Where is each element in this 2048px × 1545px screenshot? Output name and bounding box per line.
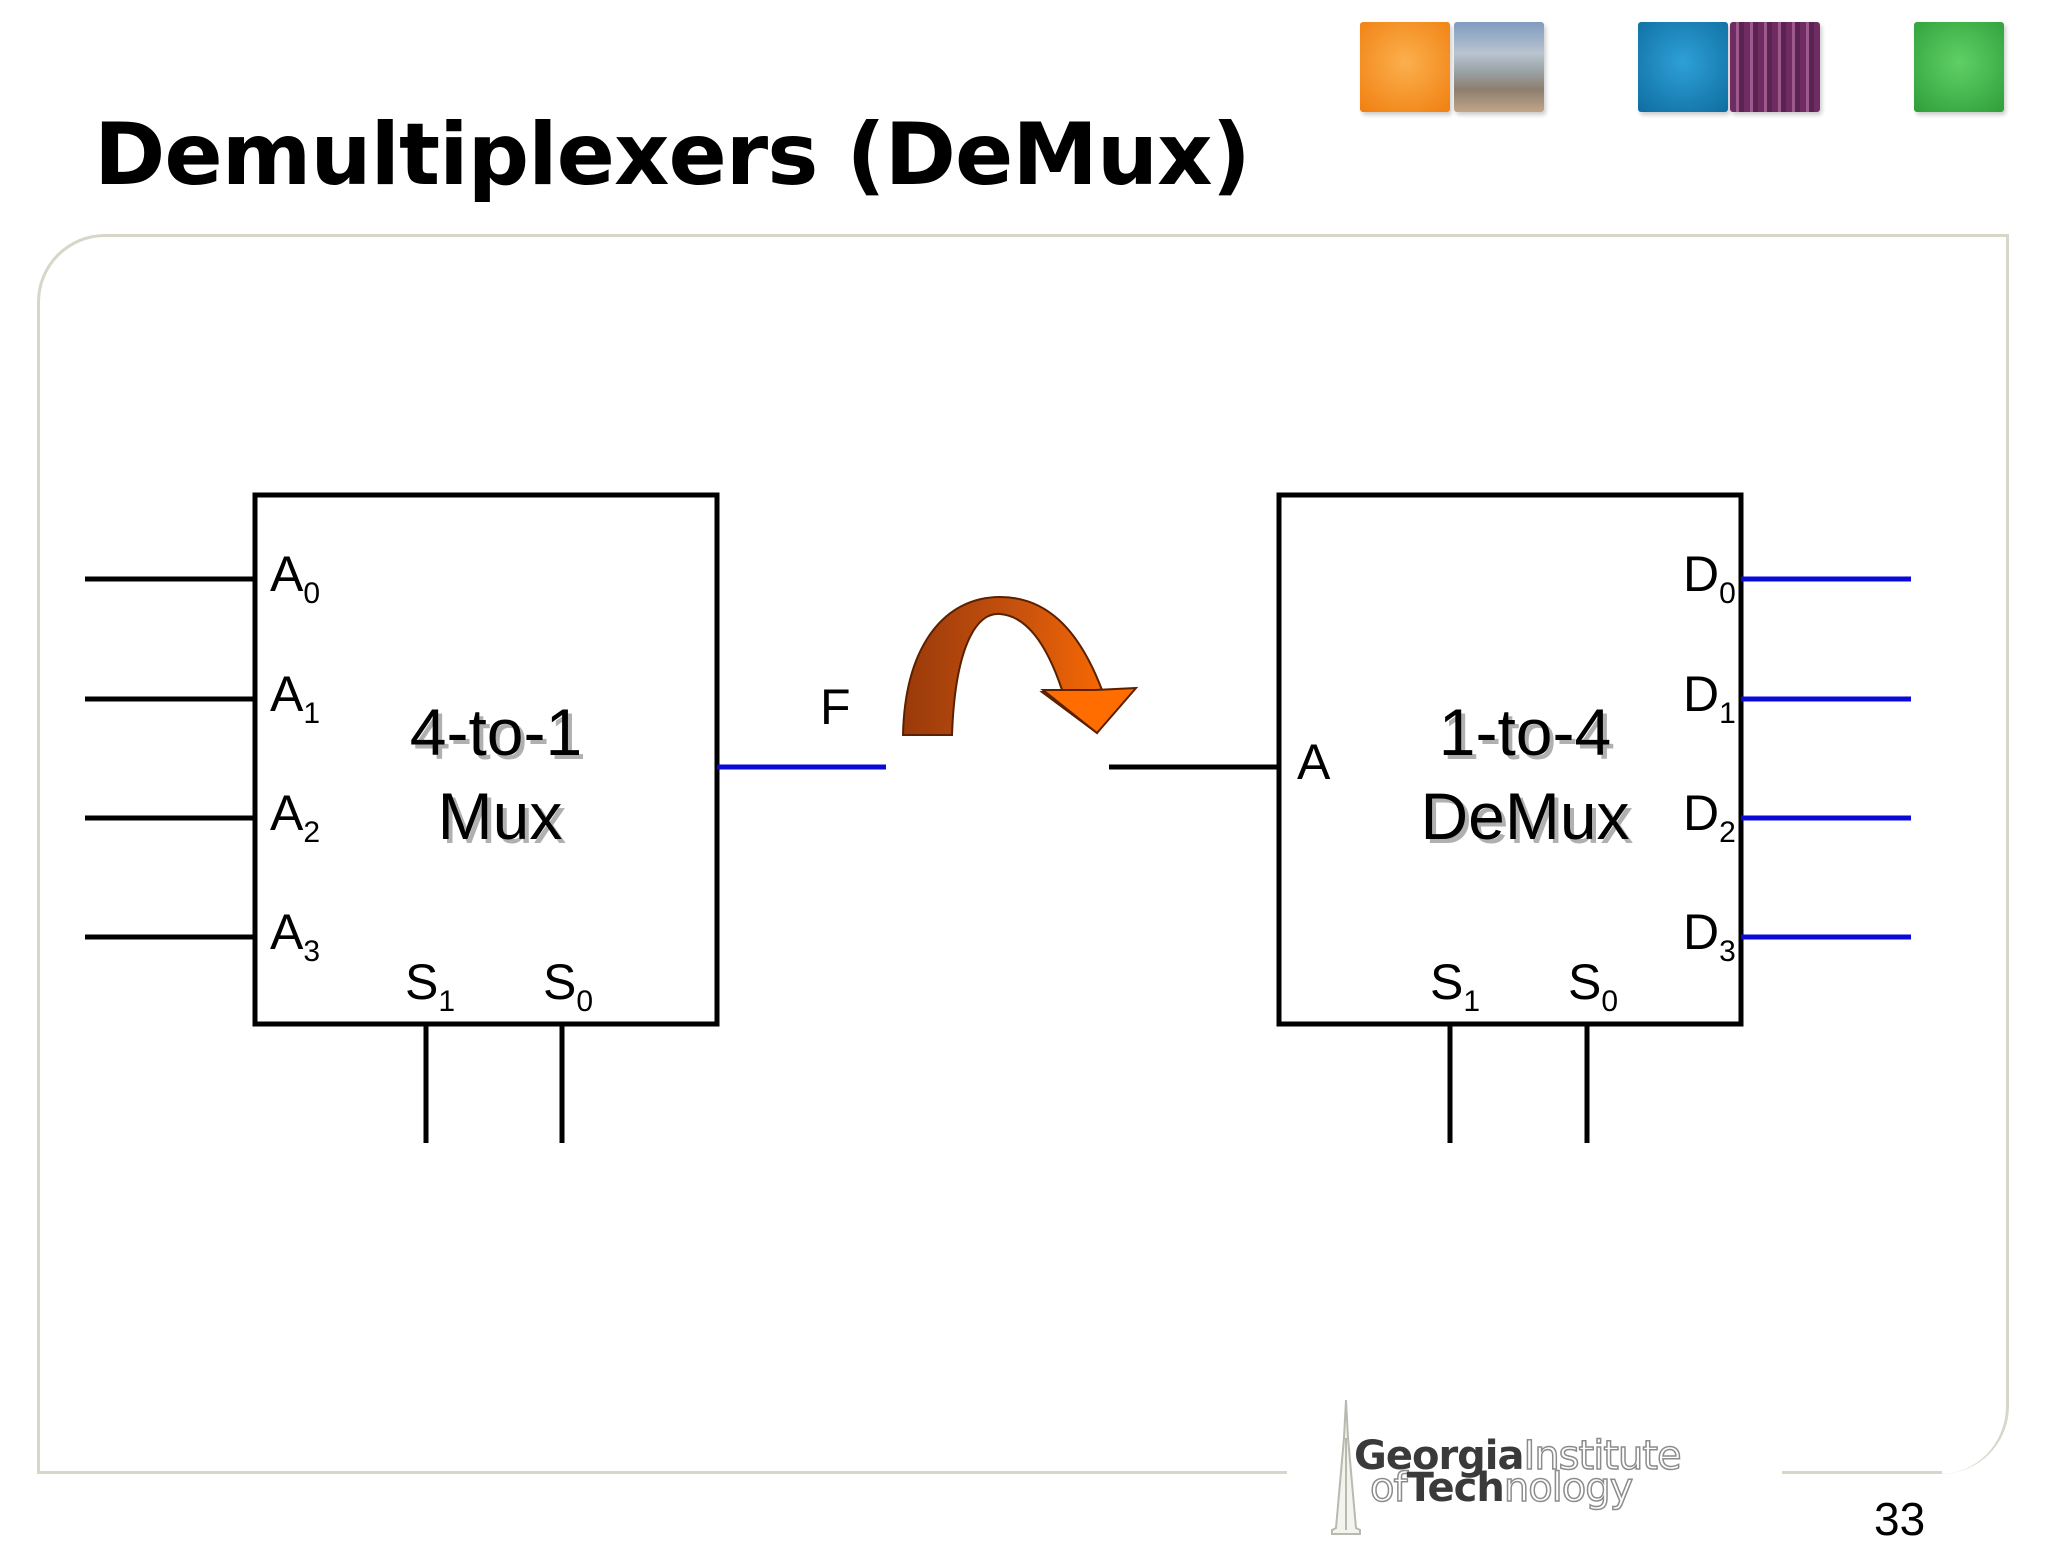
circuit-board-tile	[1730, 22, 1820, 112]
mux-input-label-a3: A3	[270, 904, 320, 968]
mux-block	[252, 492, 720, 1027]
logo-tech: Tech	[1406, 1465, 1505, 1511]
tech-tower-icon	[1331, 1399, 1361, 1535]
demux-output-label-d3: D3	[1683, 904, 1736, 968]
header-image-tiles	[1360, 22, 2010, 116]
blue-tile	[1638, 22, 1728, 112]
mux-output-label-f: F	[820, 679, 851, 735]
mux-select-label-s1: S1	[405, 954, 455, 1018]
mux-select-label-s0: S0	[543, 954, 593, 1018]
page-number: 33	[1874, 1493, 1926, 1545]
mux-name-line1: 4-to-1	[410, 695, 582, 769]
mux-name-line1-shadow: 4-to-1	[414, 699, 586, 773]
demux-name-line2: DeMux	[1420, 779, 1629, 853]
mux-input-label-a1: A1	[270, 666, 320, 730]
demux-select-label-s0: S0	[1568, 954, 1618, 1018]
mux-name-line2-shadow: Mux	[442, 783, 567, 857]
demux-name-line2-shadow: DeMux	[1424, 783, 1633, 857]
demux-select-label-s1: S1	[1430, 954, 1480, 1018]
logo-of: of	[1369, 1465, 1408, 1511]
orange-tile	[1360, 22, 1450, 112]
logo-nology: nology	[1503, 1465, 1634, 1511]
green-tile	[1914, 22, 2004, 112]
mux-input-label-a0: A0	[270, 546, 320, 610]
content-frame-bottom-right	[1782, 1471, 1942, 1474]
content-frame-bottom-left	[37, 1471, 1287, 1474]
demux-output-label-d1: D1	[1683, 666, 1736, 730]
slide-title: Demultiplexers (DeMux)	[94, 105, 1251, 205]
logo-institute: Institute	[1523, 1433, 1683, 1479]
campus-photo-tile	[1454, 22, 1544, 112]
demux-output-label-d0: D0	[1683, 546, 1736, 610]
content-frame	[37, 234, 2009, 1474]
demux-name-line1: 1-to-4	[1439, 695, 1611, 769]
logo-georgia: Georgia	[1354, 1433, 1525, 1479]
mux-input-label-a2: A2	[270, 785, 320, 849]
mux-name-line2: Mux	[438, 779, 563, 853]
demux-output-label-d2: D2	[1683, 785, 1736, 849]
demux-block	[1276, 492, 1744, 1027]
georgia-tech-logo: GeorgiaInstitute ofTechnology	[1320, 1398, 1780, 1536]
logo-line2: ofTechnology	[1369, 1465, 1634, 1511]
logo-line1: GeorgiaInstitute	[1354, 1433, 1683, 1479]
demux-name-line1-shadow: 1-to-4	[1443, 699, 1615, 773]
demux-input-label-a: A	[1297, 734, 1331, 790]
curved-reverse-arrow-icon	[901, 595, 1139, 736]
